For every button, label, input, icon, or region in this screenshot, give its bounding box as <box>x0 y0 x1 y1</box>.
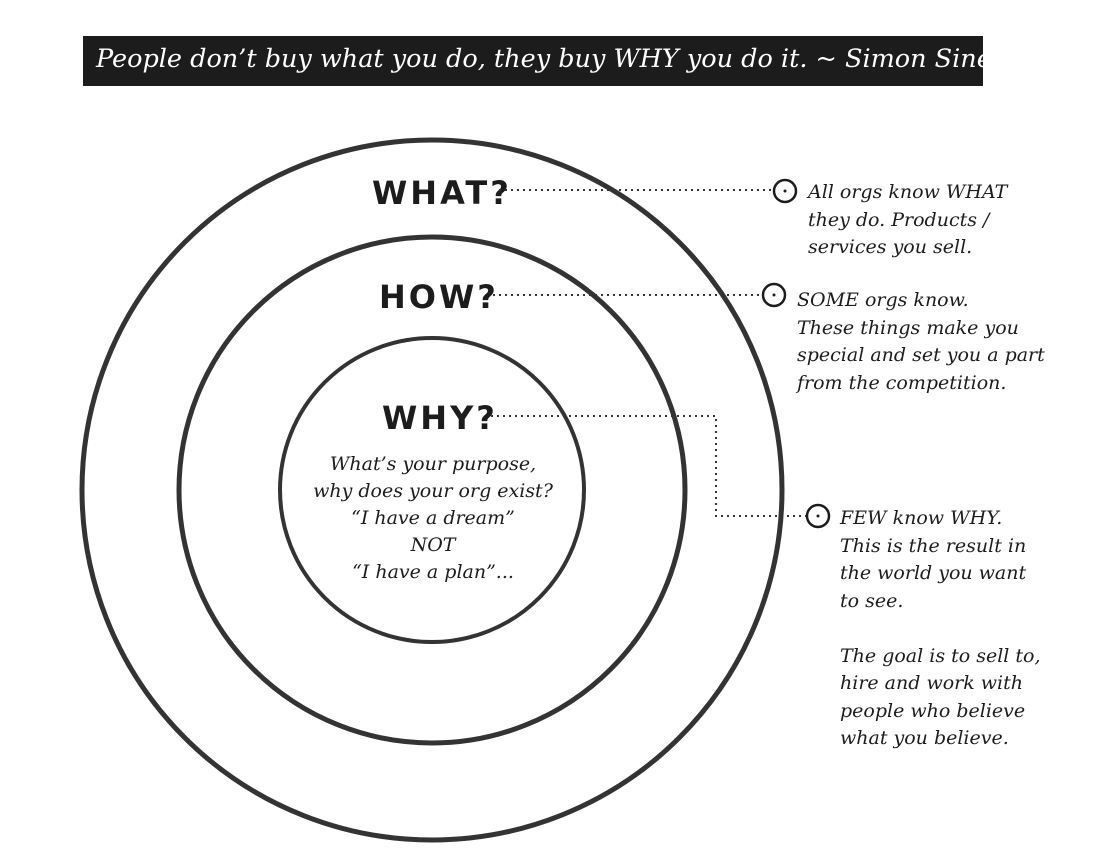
why-annotation-line: the world you want <box>840 562 1027 584</box>
inner-circle-why <box>278 336 586 644</box>
why-annotation: FEW know WHY. This is the result in the … <box>840 505 1041 753</box>
why-body-line: “I have a dream” <box>351 507 515 529</box>
why-goal-line: people who believe <box>840 699 1026 722</box>
what-annotation-line: they do. Products / <box>808 208 990 231</box>
why-body-line: why does your org exist? <box>313 480 553 502</box>
why-marker-icon <box>805 503 831 529</box>
how-annotation-line: These things make you <box>797 316 1019 339</box>
what-annotation-line: All orgs know WHAT <box>808 181 1008 203</box>
middle-circle-how <box>176 234 688 746</box>
why-goal-line: hire and work with <box>840 672 1023 694</box>
what-label: WHAT? <box>372 174 512 212</box>
why-goal-line: The goal is to sell to, <box>840 644 1041 667</box>
what-annotation: All orgs know WHAT they do. Products / s… <box>808 179 1007 262</box>
how-marker-icon <box>761 282 787 308</box>
paragraph-gap <box>840 615 1041 643</box>
how-annotation-line: from the competition. <box>797 371 1007 394</box>
why-annotation-line: to see. <box>840 589 904 612</box>
what-marker-icon <box>772 178 798 204</box>
why-annotation-line: This is the result in <box>840 534 1027 557</box>
why-body-line: NOT <box>410 534 456 556</box>
how-annotation-line: SOME orgs know. <box>797 289 969 311</box>
how-label: HOW? <box>379 278 499 316</box>
why-goal-line: what you believe. <box>840 727 1009 749</box>
why-body-line: “I have a plan”... <box>352 561 514 583</box>
outer-circle-what <box>79 137 785 843</box>
why-label: WHY? <box>382 399 498 437</box>
quote-banner: People don’t buy what you do, they buy W… <box>83 36 1007 86</box>
quote-text: People don’t buy what you do, they buy W… <box>96 44 1008 74</box>
why-annotation-line: FEW know WHY. <box>840 507 1003 529</box>
how-annotation-line: special and set you a part <box>797 344 1045 366</box>
why-body-line: What’s your purpose, <box>329 453 537 475</box>
what-annotation-line: services you sell. <box>808 236 973 258</box>
why-description: What’s your purpose, why does your org e… <box>285 451 581 586</box>
how-annotation: SOME orgs know. These things make you sp… <box>797 287 1045 397</box>
